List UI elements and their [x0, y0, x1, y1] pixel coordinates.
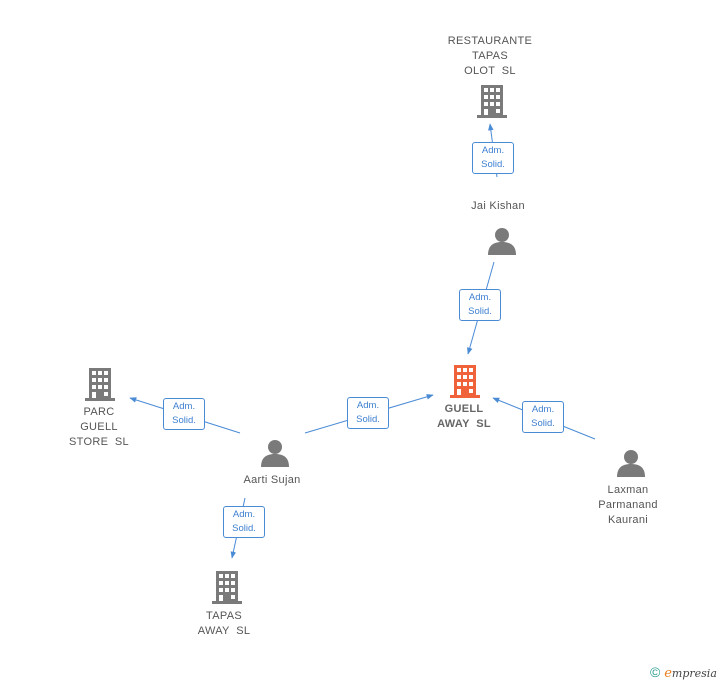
edge-label-line: Adm. — [232, 509, 256, 520]
aarti-node-label[interactable]: Aarti Sujan — [243, 473, 300, 488]
guell-label-line: AWAY SL — [437, 418, 491, 430]
laxman-label-line: Kaurani — [607, 514, 649, 526]
copyright-footer: © empresia — [650, 664, 717, 681]
tapas-node-label[interactable]: TAPAS AWAY SL — [198, 609, 251, 639]
edge-label-aarti-parc[interactable]: Adm. Solid. — [163, 398, 205, 430]
laxman-label-line: Laxman — [607, 484, 649, 496]
empresia-logo: empresia — [664, 666, 717, 681]
edge-label-line: Solid. — [356, 414, 380, 425]
aarti-label-line: Aarti Sujan — [243, 474, 301, 486]
parc-node-label[interactable]: PARC GUELL STORE SL — [69, 405, 129, 450]
parc-building-icon[interactable] — [85, 368, 115, 401]
tapas-label-line: AWAY SL — [197, 625, 251, 637]
edge-label-line: Adm. — [356, 400, 380, 411]
edge-label-line: Solid. — [481, 159, 505, 170]
aarti-person-icon[interactable] — [261, 440, 289, 467]
laxman-person-icon[interactable] — [617, 450, 645, 477]
jai-label-line: Jai Kishan — [471, 200, 525, 212]
tapas-building-icon[interactable] — [212, 571, 242, 604]
edge-label-line: Solid. — [468, 306, 492, 317]
restaurante-label-line: RESTAURANTE — [447, 35, 533, 47]
restaurante-label-line: OLOT SL — [464, 65, 516, 77]
edge-label-jai-restaurante[interactable]: Adm. Solid. — [472, 142, 514, 174]
restaurante-node-label[interactable]: RESTAURANTE TAPAS OLOT SL — [448, 34, 532, 79]
laxman-label-line: Parmanand — [598, 499, 658, 511]
edge-label-aarti-tapas[interactable]: Adm. Solid. — [223, 506, 265, 538]
edge-label-laxman-guell[interactable]: Adm. Solid. — [522, 401, 564, 433]
parc-label-line: PARC — [83, 406, 115, 418]
edge-label-jai-guell[interactable]: Adm. Solid. — [459, 289, 501, 321]
edge-label-line: Solid. — [232, 523, 256, 534]
edge-label-line: Adm. — [531, 404, 555, 415]
tapas-label-line: TAPAS — [206, 610, 242, 622]
edge-label-aarti-guell[interactable]: Adm. Solid. — [347, 397, 389, 429]
edge-label-line: Adm. — [172, 401, 196, 412]
jai-person-icon[interactable] — [488, 228, 516, 255]
guell-label-line: GUELL — [444, 403, 484, 415]
edge-label-line: Solid. — [172, 415, 196, 426]
jai-node-label[interactable]: Jai Kishan — [471, 199, 525, 214]
edge-label-line: Solid. — [531, 418, 555, 429]
parc-label-line: GUELL — [80, 421, 118, 433]
parc-label-line: STORE SL — [69, 436, 129, 448]
guell-node-label[interactable]: GUELL AWAY SL — [437, 402, 491, 432]
copyright-icon: © — [650, 664, 661, 680]
restaurante-building-icon[interactable] — [477, 85, 507, 118]
edge-label-line: Adm. — [481, 145, 505, 156]
edge-label-line: Adm. — [468, 292, 492, 303]
guell-building-icon[interactable] — [450, 365, 480, 398]
restaurante-label-line: TAPAS — [472, 50, 508, 62]
